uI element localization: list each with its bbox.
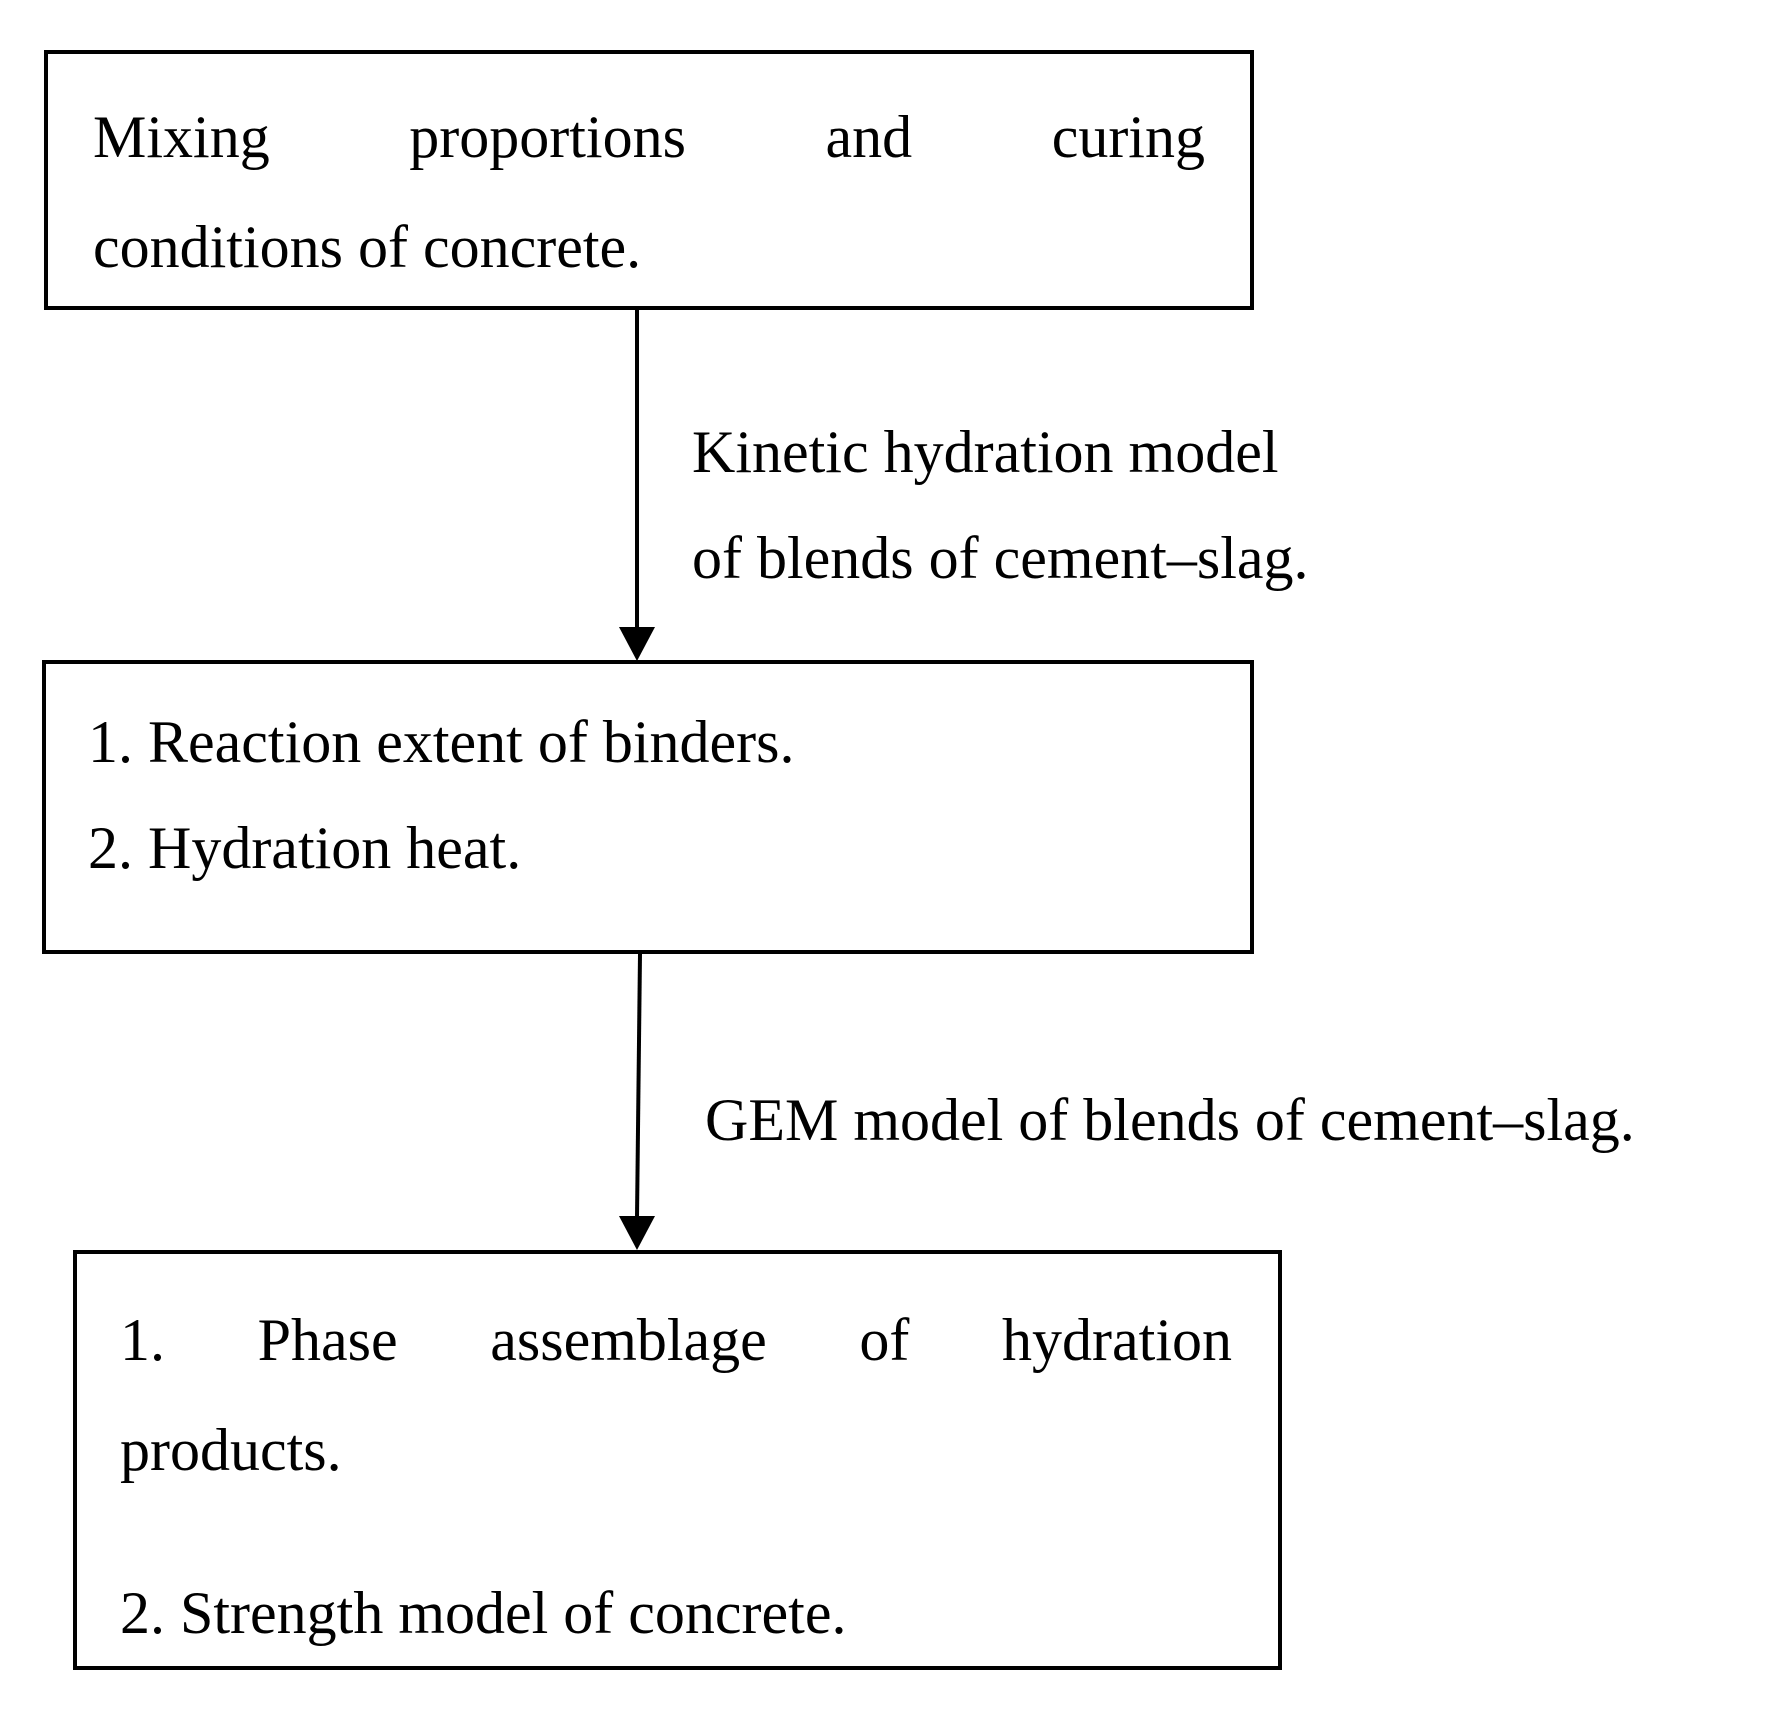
input-box	[44, 50, 1254, 310]
input-box-line-1: Mixing proportions and curing	[93, 107, 1205, 167]
output-word-3: assemblage	[490, 1307, 767, 1373]
input-word-4: curing	[1051, 104, 1205, 170]
arrow-2-shaft	[635, 953, 642, 1218]
output-word-5: hydration	[1002, 1307, 1232, 1373]
arrow-1-head	[619, 627, 655, 661]
intermediate-box	[42, 660, 1254, 954]
input-word-1: Mixing	[93, 104, 270, 170]
output-word-4: of	[859, 1307, 910, 1373]
output-word-2: Phase	[257, 1307, 398, 1373]
output-box	[73, 1250, 1282, 1670]
output-box-line-2: products.	[120, 1417, 342, 1483]
output-box-line-1: 1. Phase assemblage of hydration	[120, 1310, 1232, 1370]
input-word-2: proportions	[409, 104, 686, 170]
reaction-extent-item: 1. Reaction extent of binders.	[88, 709, 795, 775]
input-box-line-2: conditions of concrete.	[93, 214, 642, 280]
hydration-heat-item: 2. Hydration heat.	[88, 815, 522, 881]
kinetic-model-label-line-1: Kinetic hydration model	[692, 419, 1279, 485]
gem-model-label: GEM model of blends of cement–slag.	[705, 1087, 1635, 1153]
arrow-2-head	[619, 1216, 655, 1250]
strength-model-item: 2. Strength model of concrete.	[120, 1580, 847, 1646]
kinetic-model-label-line-2: of blends of cement–slag.	[692, 525, 1309, 591]
output-word-1: 1.	[120, 1307, 165, 1373]
input-word-3: and	[825, 104, 913, 170]
